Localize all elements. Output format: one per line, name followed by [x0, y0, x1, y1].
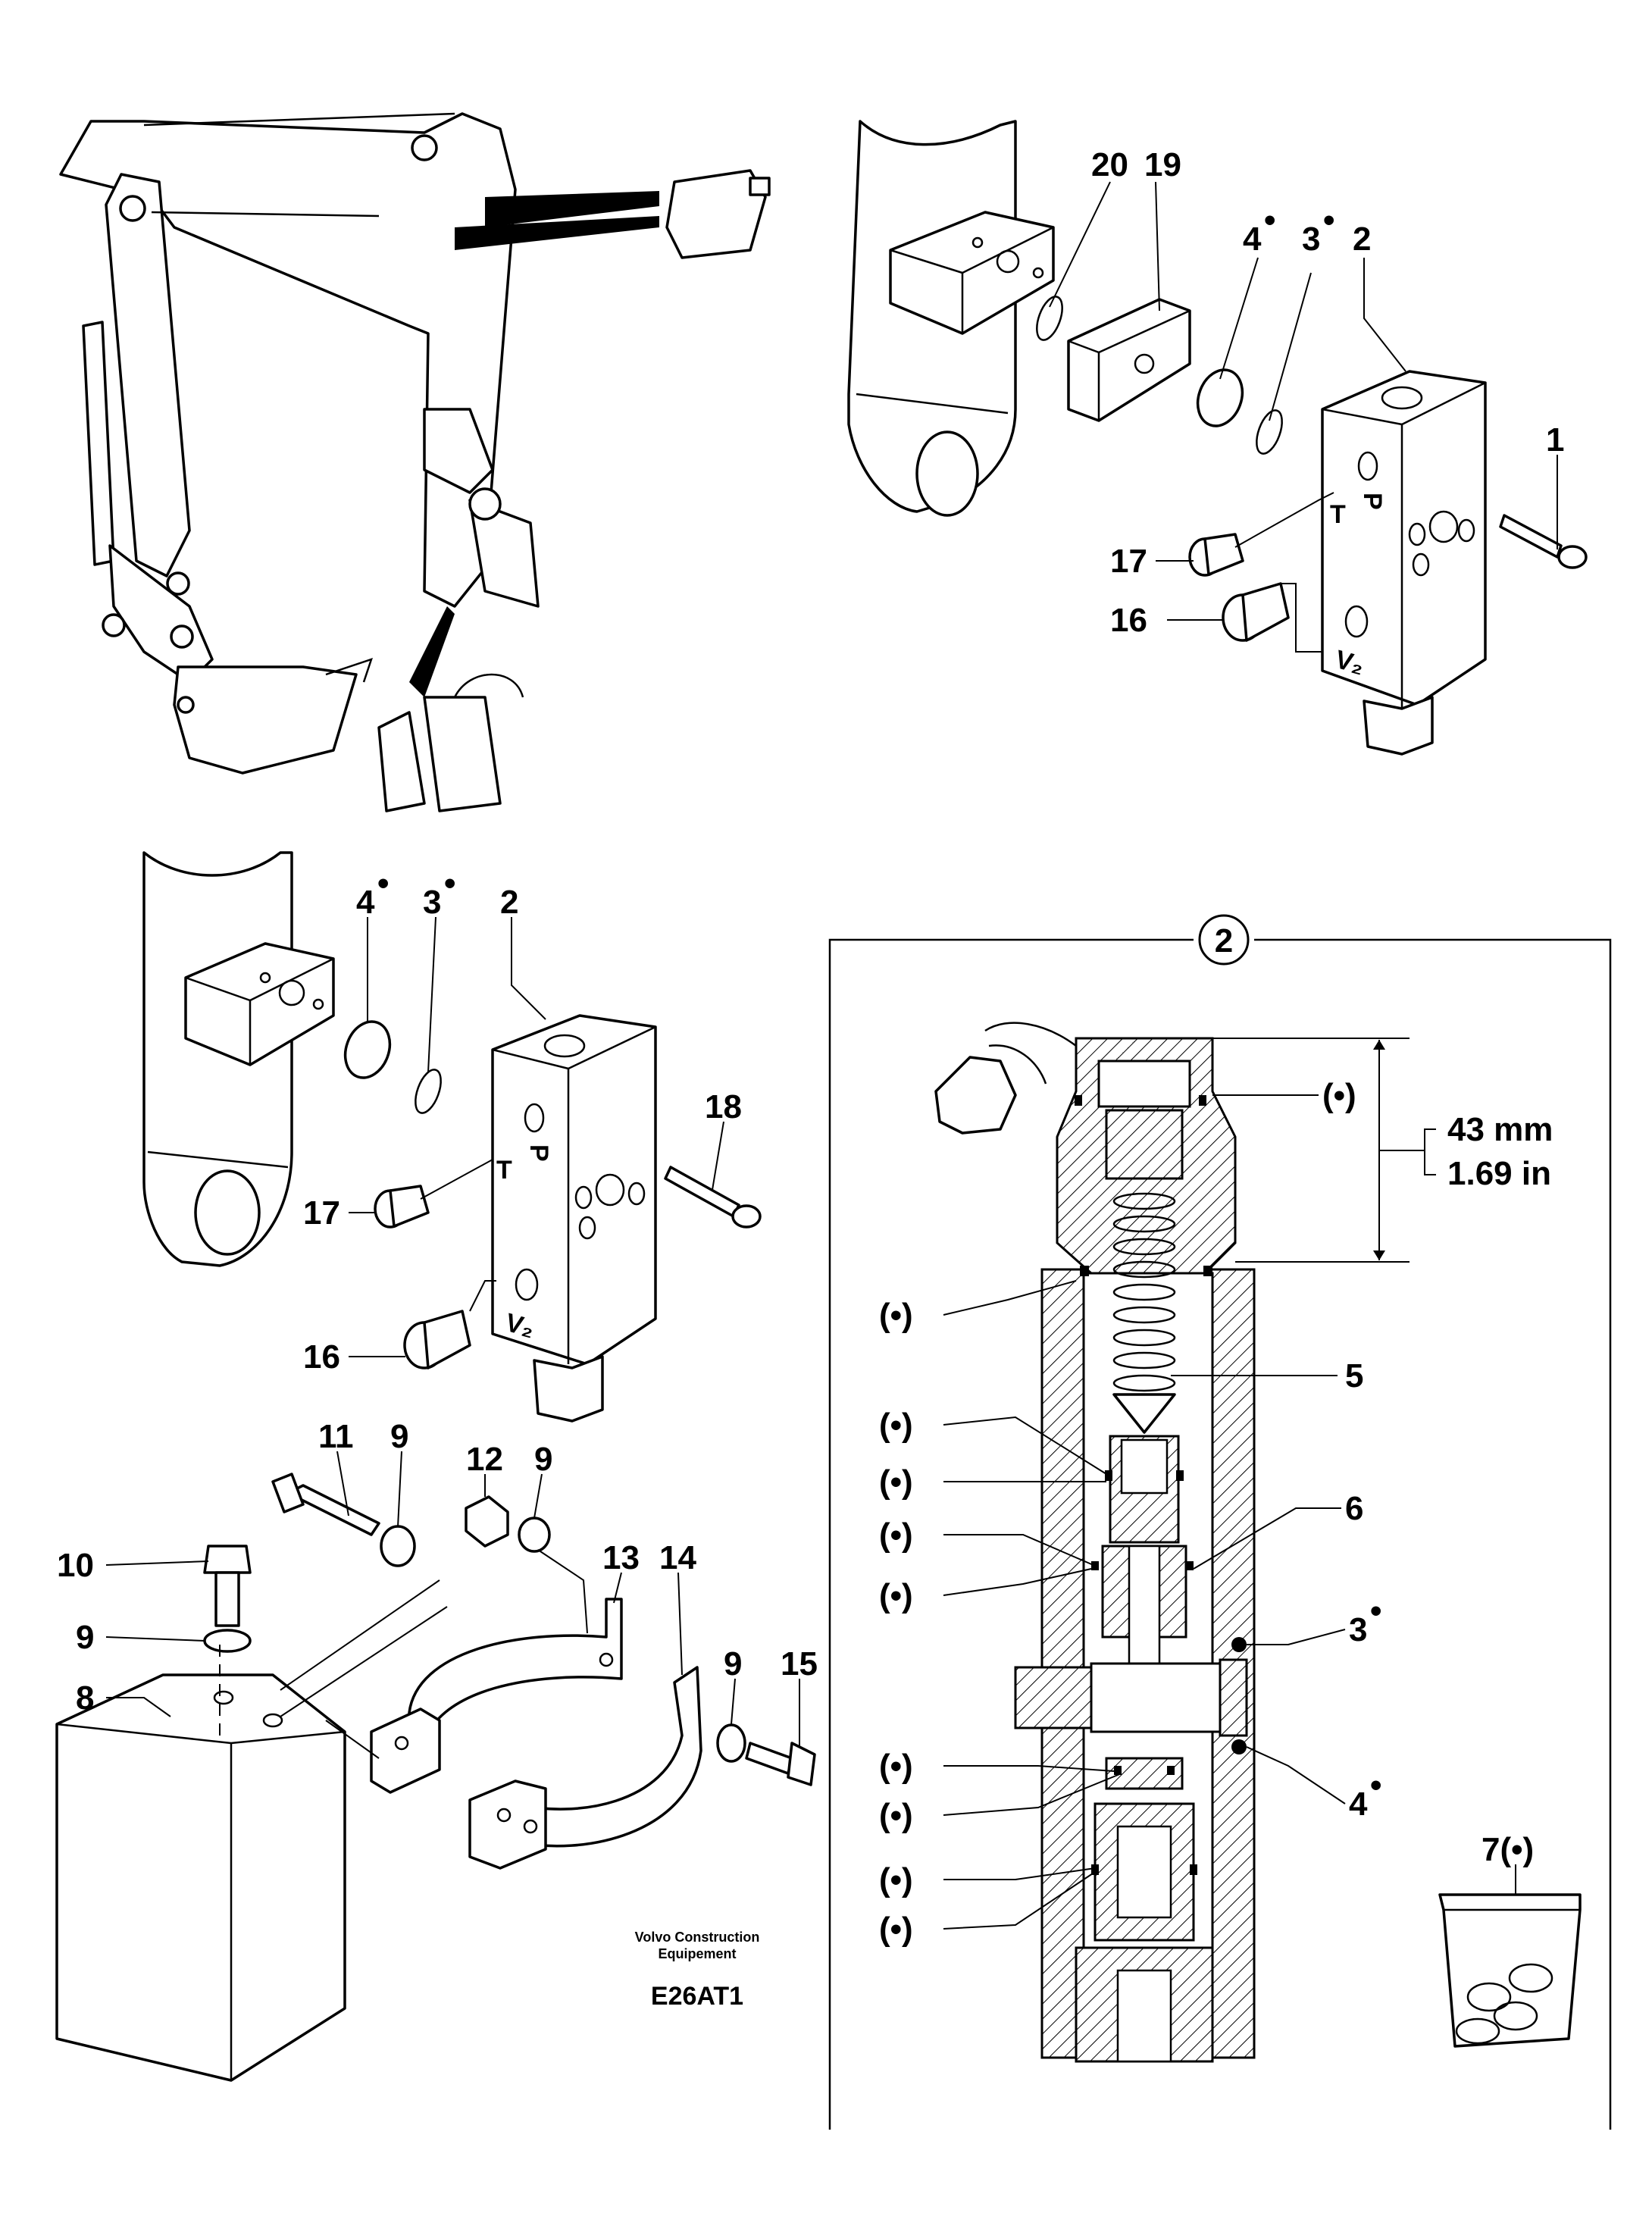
o-ring-3 — [1256, 409, 1283, 455]
callout-1: 1 — [1546, 421, 1564, 459]
callout-8: 8 — [76, 1679, 94, 1717]
bolt-1 — [1499, 514, 1588, 569]
callout-9-a: 9 — [390, 1418, 408, 1455]
bolt-18 — [664, 1166, 762, 1229]
star-3-top: • — [1323, 202, 1334, 239]
callout-paren-9: (•) — [879, 1861, 913, 1898]
callout-16-mid: 16 — [303, 1338, 340, 1376]
credit-line-2: Equipement — [658, 1946, 736, 1961]
bolt-11 — [271, 1473, 380, 1536]
callout-9-b: 9 — [534, 1441, 552, 1478]
callout-3-top: 3 — [1302, 221, 1320, 258]
callout-11: 11 — [318, 1418, 354, 1455]
callout-3-detail: 3 — [1349, 1611, 1367, 1648]
callout-paren-2: (•) — [879, 1297, 913, 1334]
detail-circle-label: 2 — [1215, 922, 1233, 959]
callout-9-c: 9 — [76, 1619, 94, 1656]
credit-line-1: Volvo Construction — [635, 1930, 760, 1945]
callout-15: 15 — [781, 1645, 818, 1682]
callout-paren-7: (•) — [879, 1748, 913, 1785]
plug-17-top — [1188, 533, 1244, 577]
callout-14: 14 — [659, 1539, 696, 1576]
callout-4-mid: 4 — [356, 884, 375, 921]
callout-paren-8: (•) — [879, 1797, 913, 1834]
washer-9d — [716, 1723, 746, 1763]
dimension-mm: 43 mm — [1447, 1111, 1553, 1148]
callout-17-mid: 17 — [303, 1194, 340, 1232]
star-4-mid: • — [377, 865, 389, 902]
port-label-t-mid: T — [496, 1156, 512, 1185]
callout-3-mid: 3 — [423, 884, 441, 921]
callout-16-top: 16 — [1110, 602, 1147, 639]
callout-19: 19 — [1144, 146, 1181, 183]
callout-20: 20 — [1091, 146, 1128, 183]
o-ring-3-mid — [415, 1069, 442, 1114]
cylinder-top-right — [847, 120, 1055, 517]
seal-ring-4-mid — [343, 1020, 392, 1079]
washer-9a — [380, 1525, 416, 1567]
star-4-top: • — [1264, 202, 1275, 239]
port-label-p-mid: P — [524, 1144, 553, 1162]
callout-17-top: 17 — [1110, 543, 1147, 580]
plug-16-mid — [403, 1310, 471, 1369]
seal-ring-4 — [1196, 368, 1244, 427]
drawing-code: E26AT1 — [651, 1982, 743, 2011]
bolt-15 — [745, 1742, 816, 1786]
callout-paren-3: (•) — [879, 1407, 913, 1444]
dimension-inch: 1.69 in — [1447, 1155, 1551, 1192]
callout-paren-1: (•) — [1322, 1077, 1356, 1114]
callout-2-top: 2 — [1353, 221, 1371, 258]
callout-paren-6: (•) — [879, 1577, 913, 1614]
callout-18: 18 — [705, 1088, 742, 1125]
star-3-detail: • — [1370, 1592, 1381, 1629]
plug-17-mid — [374, 1185, 430, 1229]
valve-body-2-mid: P T V₂ — [491, 1014, 657, 1423]
callout-4-detail: 4 — [1349, 1786, 1368, 1823]
adapter-plate-19 — [1067, 298, 1191, 422]
port-label-p-top: P — [1358, 493, 1387, 510]
port-label-t-top: T — [1330, 500, 1346, 529]
callout-paren-10: (•) — [879, 1911, 913, 1948]
o-ring-20 — [1036, 296, 1063, 341]
nut-12 — [465, 1495, 509, 1548]
callout-paren-5: (•) — [879, 1517, 913, 1554]
callout-2-mid: 2 — [500, 884, 518, 921]
valve-cross-section — [934, 1022, 1256, 2063]
star-4-detail: • — [1370, 1767, 1381, 1804]
bolt-10 — [203, 1545, 252, 1627]
callout-4-top: 4 — [1243, 221, 1262, 258]
washer-9b — [518, 1517, 551, 1553]
detail-frame — [828, 938, 1612, 2130]
clamp-13 — [370, 1598, 623, 1794]
callout-9-d: 9 — [724, 1645, 742, 1682]
callout-6: 6 — [1345, 1490, 1363, 1527]
washer-9c — [203, 1629, 252, 1653]
cylinder-mid-left — [142, 851, 335, 1267]
callout-7: 7(•) — [1481, 1831, 1534, 1868]
callout-12: 12 — [466, 1441, 503, 1478]
callout-10: 10 — [57, 1547, 94, 1584]
callout-13: 13 — [602, 1539, 640, 1576]
detail-circle — [1198, 914, 1250, 966]
repair-kit-bag-7 — [1438, 1893, 1582, 2048]
star-3-mid: • — [444, 865, 455, 902]
solenoid-8 — [55, 1673, 346, 2082]
excavator-boom-overview — [59, 112, 771, 812]
callout-5: 5 — [1345, 1357, 1363, 1394]
valve-body-2-top: P T V₂ — [1321, 370, 1487, 756]
plug-16-top — [1222, 582, 1290, 642]
clamp-14 — [468, 1666, 702, 1870]
callout-paren-4: (•) — [879, 1463, 913, 1501]
